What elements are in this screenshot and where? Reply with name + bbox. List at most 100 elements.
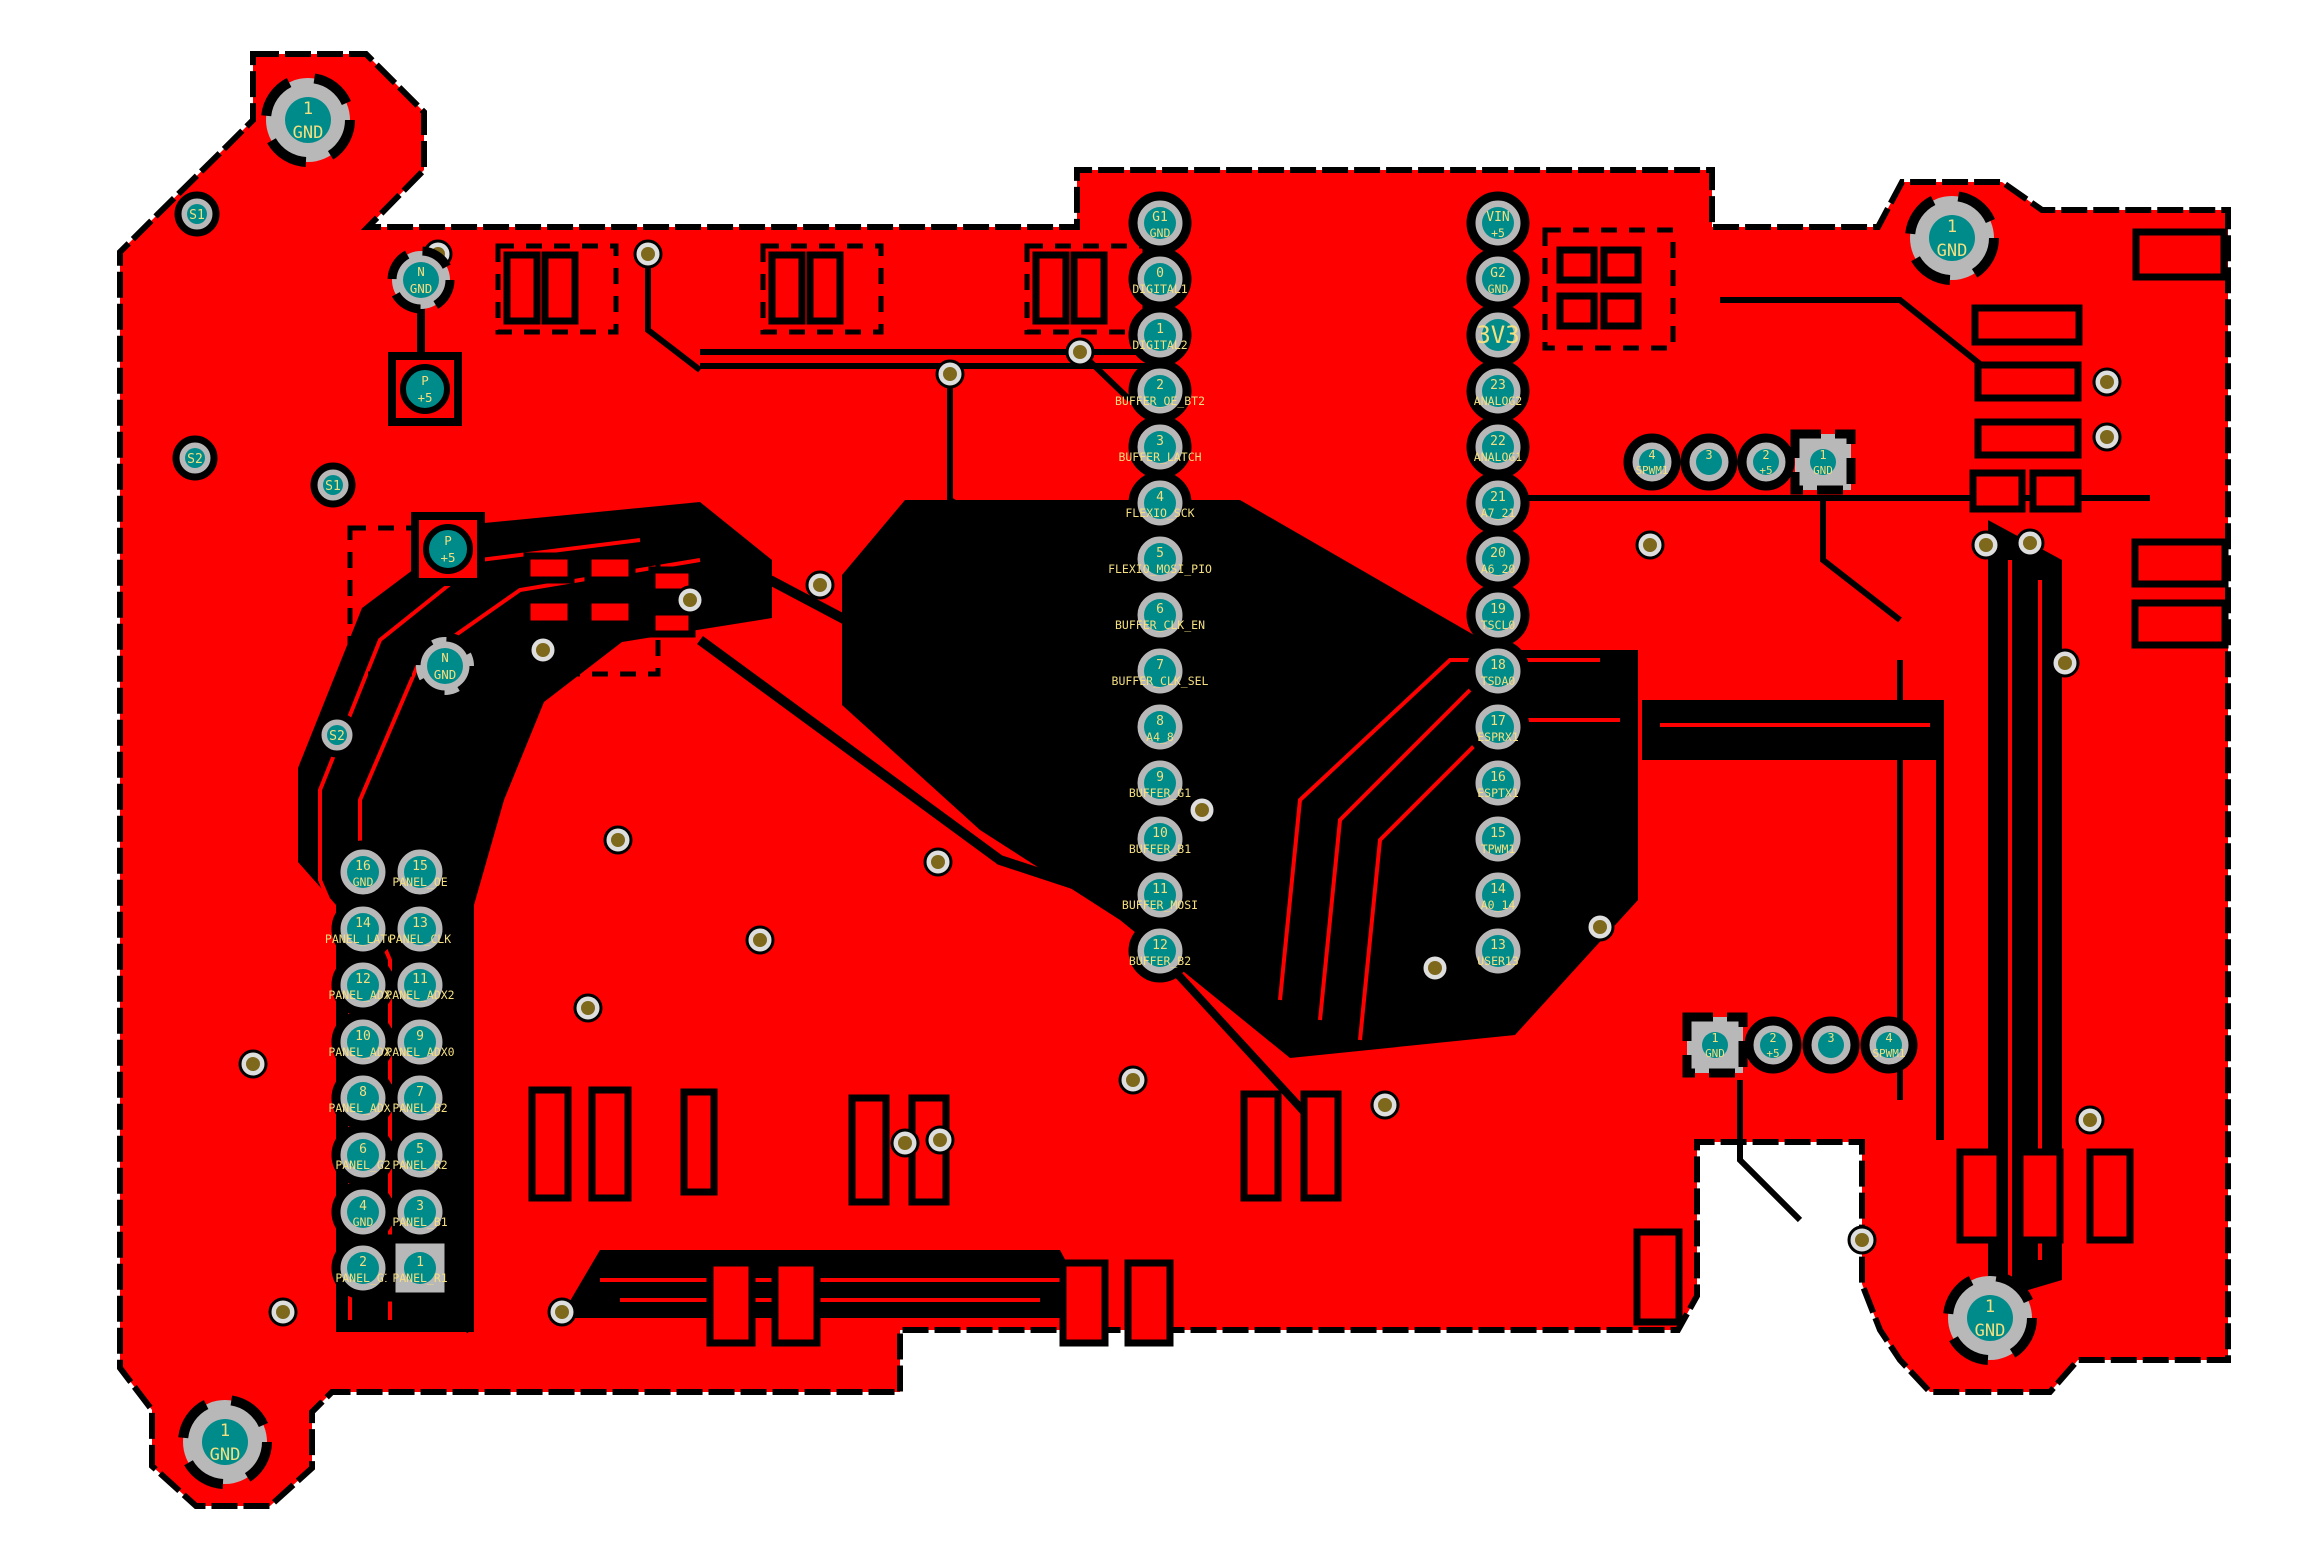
smd-pad[interactable] xyxy=(1633,1228,1683,1326)
power-pad[interactable]: P+5 xyxy=(388,352,462,426)
via[interactable] xyxy=(1187,795,1217,825)
smd-pad[interactable] xyxy=(648,566,696,596)
smd-pad[interactable] xyxy=(2086,1148,2134,1244)
fan-header-top-pin-2[interactable]: 2+5 xyxy=(1737,433,1795,491)
test-pad-s1[interactable]: S1 xyxy=(174,191,220,237)
via[interactable] xyxy=(923,847,953,877)
smd-pad[interactable] xyxy=(541,251,579,325)
smd-pad[interactable] xyxy=(1059,1259,1109,1347)
via[interactable] xyxy=(925,1125,955,1155)
via[interactable] xyxy=(805,570,835,600)
via[interactable] xyxy=(1370,1090,1400,1120)
mcu-pin-3V3[interactable]: 3V3 xyxy=(1466,303,1530,367)
smd-pad[interactable] xyxy=(2029,469,2082,513)
via[interactable] xyxy=(2075,1105,2105,1135)
smd-pad[interactable] xyxy=(523,596,575,628)
via[interactable] xyxy=(2050,648,2080,678)
test-pad-s1[interactable]: S1 xyxy=(310,462,356,508)
smd-pad[interactable] xyxy=(771,1259,821,1347)
smd-pad[interactable] xyxy=(503,251,541,325)
via[interactable] xyxy=(633,239,663,269)
via[interactable] xyxy=(238,1049,268,1079)
test-pad-s2[interactable]: S2 xyxy=(172,435,218,481)
smd-pad[interactable] xyxy=(2016,1148,2064,1244)
via[interactable] xyxy=(573,993,603,1023)
smd-pad[interactable] xyxy=(1240,1090,1282,1202)
smd-pad[interactable] xyxy=(584,596,636,628)
smd-pad[interactable] xyxy=(1969,469,2026,513)
via[interactable] xyxy=(603,825,633,855)
smd-pad[interactable] xyxy=(1974,361,2082,402)
fan-header-bottom-pin-3[interactable]: 3 xyxy=(1802,1016,1860,1074)
smd-pad[interactable] xyxy=(680,1088,718,1196)
smd-pad[interactable] xyxy=(2131,538,2229,588)
smd-pad[interactable] xyxy=(523,552,575,584)
smd-pad[interactable] xyxy=(2131,599,2229,649)
smd-pad[interactable] xyxy=(706,1259,756,1347)
mcu-pin-8[interactable]: 8A4_8 xyxy=(1128,695,1192,759)
test-pad-s2[interactable]: S2 xyxy=(314,712,360,758)
via[interactable] xyxy=(528,635,558,665)
via[interactable] xyxy=(1118,1065,1148,1095)
via[interactable] xyxy=(935,359,965,389)
via[interactable] xyxy=(1420,953,1450,983)
via[interactable] xyxy=(1971,530,2001,560)
via[interactable] xyxy=(2092,367,2122,397)
via[interactable] xyxy=(2015,528,2045,558)
smd-pad[interactable] xyxy=(1032,251,1070,325)
via[interactable] xyxy=(890,1128,920,1158)
smd-pad[interactable] xyxy=(1300,1090,1342,1202)
smd-pad[interactable] xyxy=(588,1086,632,1202)
via[interactable] xyxy=(2092,422,2122,452)
via[interactable] xyxy=(745,925,775,955)
fan-header-top-pin-3[interactable]: 3 xyxy=(1680,433,1738,491)
via[interactable] xyxy=(268,1297,298,1327)
smd-pad[interactable] xyxy=(584,552,636,584)
smd-pad[interactable] xyxy=(2132,228,2228,281)
smd-pad[interactable] xyxy=(1556,246,1598,284)
smd-pad[interactable] xyxy=(1600,246,1642,284)
smd-pad[interactable] xyxy=(1956,1148,2004,1244)
via[interactable] xyxy=(1847,1225,1877,1255)
